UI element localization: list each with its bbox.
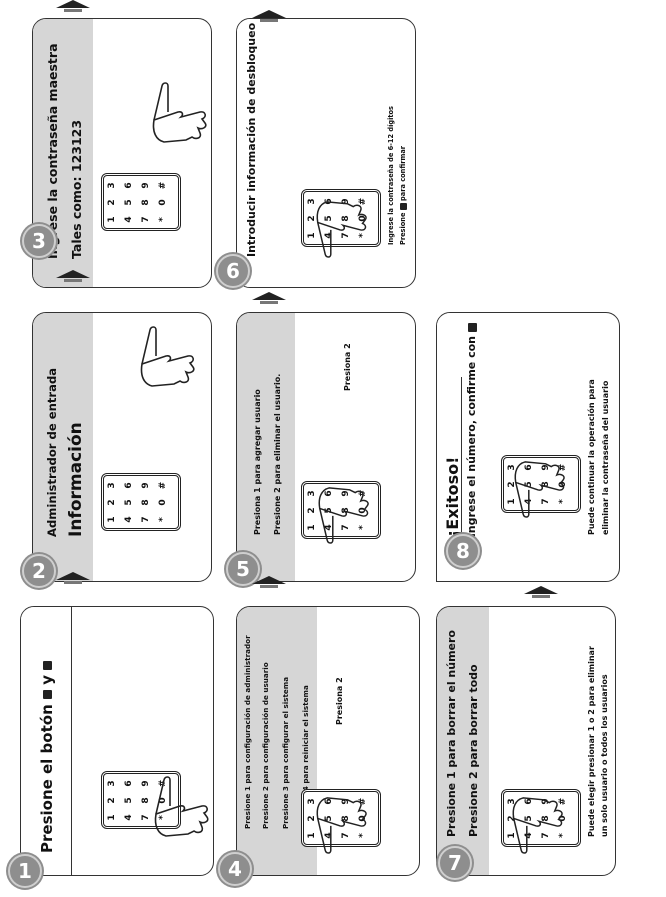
keypad-key: 1 [107, 814, 117, 821]
lock-button-icon [467, 323, 477, 333]
keypad-key: 3 [107, 482, 117, 489]
keypad-key: # [158, 181, 168, 190]
keypad-key: 2 [107, 797, 117, 804]
keypad-key: 9 [141, 182, 151, 189]
step-4-line-3: Presione 3 para configurar el sistema [281, 676, 290, 829]
hand-pointer-icon [154, 776, 209, 837]
step-2-subtitle: Información [66, 422, 86, 537]
step-7-line-2: Presione 2 para borrar todo [467, 664, 480, 837]
hand-pointer-icon [316, 797, 367, 854]
keypad-key: 0 [158, 199, 168, 206]
step-6-badge: 6 [216, 254, 250, 288]
step-7-note-1: Puede elegir presionar 1 o 2 para elimin… [587, 646, 596, 837]
keypad-key: 8 [141, 199, 151, 206]
step-6-line-1: Ingrese la contraseña de 6-12 dígitos [387, 106, 395, 245]
arrow-up-icon [252, 10, 286, 22]
arrow-up-icon [524, 586, 558, 598]
keypad-key: 3 [107, 780, 117, 787]
step-3-badge: 3 [22, 224, 56, 258]
hand-pointer-icon [316, 201, 367, 258]
step-8-note-2: eliminar la contraseña del usuario [601, 380, 610, 535]
keypad-key: 9 [141, 482, 151, 489]
step-5-badge: 5 [226, 552, 260, 586]
keypad-key: 5 [124, 499, 134, 506]
keypad-key: 6 [124, 780, 134, 787]
keypad-key: 7 [141, 216, 151, 223]
step-7-badge: 7 [438, 846, 472, 880]
arrow-up-icon [56, 572, 90, 584]
step-5-hint: Presiona 2 [343, 343, 352, 391]
step-7-note-2: un solo usuario o todos los usuarios [600, 674, 609, 837]
step-4-line-1: Presione 1 para configuración de adminis… [243, 635, 252, 829]
hand-pointer-icon [140, 326, 195, 387]
arrow-up-icon [252, 292, 286, 304]
step-2-badge: 2 [22, 554, 56, 588]
step-8-title-underline [461, 377, 463, 537]
arrow-up-icon [56, 270, 90, 282]
step-4-badge: 4 [218, 852, 252, 886]
step-4-hint: Presiona 2 [335, 677, 344, 725]
keypad: 1 2 3 4 5 6 7 8 9 * 0 # [101, 473, 181, 531]
lock-button-icon [399, 203, 407, 211]
keypad-key: 1 [107, 516, 117, 523]
keypad-key: 5 [124, 797, 134, 804]
step-1-badge: 1 [8, 854, 42, 888]
keypad-key: 7 [141, 814, 151, 821]
keypad-key: 5 [124, 199, 134, 206]
keypad-key: 4 [124, 814, 134, 821]
step-5-line-2: Presione 2 para eliminar el usuario. [273, 373, 282, 535]
hand-pointer-icon [514, 461, 565, 518]
step-1-text: Presione el botón y [38, 660, 56, 853]
keypad-key: 4 [124, 216, 134, 223]
keypad-key: 8 [141, 797, 151, 804]
keypad-key: 2 [107, 199, 117, 206]
keypad-key: * [158, 517, 168, 522]
lock-button-icon [43, 660, 52, 670]
keypad-key: * [158, 217, 168, 222]
step-8-note-1: Puede continuar la operación para [587, 379, 596, 535]
keypad: 1 2 3 4 5 6 7 8 9 * 0 # [101, 173, 181, 231]
keypad-key: 1 [107, 216, 117, 223]
keypad-key: # [158, 481, 168, 490]
step-6-line-2: Presione para confirmar [399, 145, 407, 245]
step-8-badge: 8 [446, 534, 480, 568]
keypad-key: 6 [124, 182, 134, 189]
step-3-panel: Ingrese la contraseña maestra Tales como… [32, 18, 212, 288]
step-6-title: Introducir información de desbloqueo [245, 22, 258, 257]
hand-pointer-icon [512, 797, 563, 854]
step-5-header [237, 313, 295, 581]
step-5-line-1: Presiona 1 para agregar usuario [253, 389, 262, 535]
unlock-button-icon [43, 690, 52, 700]
step-2-title: Administrador de entrada [45, 367, 59, 537]
keypad-key: 2 [107, 499, 117, 506]
step-3-subtitle: Tales como: 123123 [69, 119, 84, 259]
keypad-key: 4 [124, 516, 134, 523]
keypad-key: 3 [107, 182, 117, 189]
keypad-key: 8 [141, 499, 151, 506]
step-8-line-1: ingrese el número, confirme con [465, 323, 478, 537]
keypad-key: 0 [158, 499, 168, 506]
step-7-line-1: Presione 1 para borrar el número [445, 630, 458, 837]
keypad-key: 7 [141, 516, 151, 523]
hand-pointer-icon [152, 82, 207, 143]
arrow-up-icon [252, 576, 286, 588]
keypad-key: 6 [124, 482, 134, 489]
step-8-title: ¡Exitoso! [443, 456, 462, 537]
step-4-line-2: Presione 2 para configuración de usuario [261, 662, 270, 829]
keypad-key: 9 [141, 780, 151, 787]
arrow-up-icon [56, 0, 90, 12]
hand-pointer-icon [318, 487, 369, 544]
